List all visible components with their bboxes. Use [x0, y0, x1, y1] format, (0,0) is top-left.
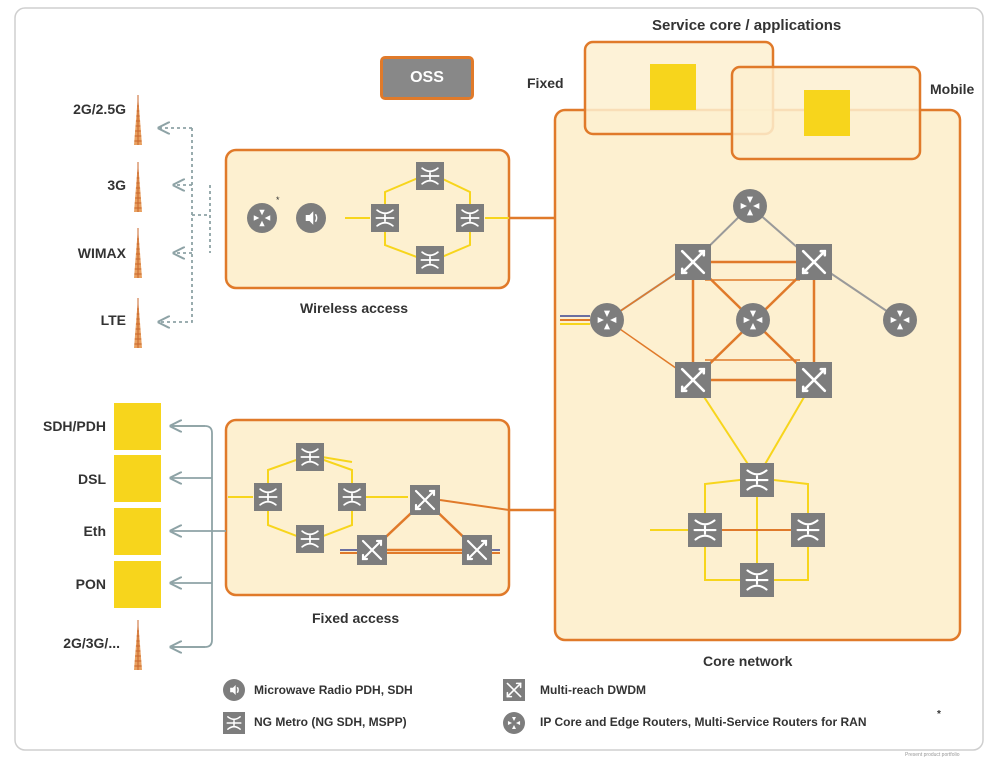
service-mobile-label: Mobile	[930, 81, 975, 97]
ng-metro-icon	[740, 563, 774, 597]
dwdm-icon	[796, 362, 832, 398]
dwdm-icon	[796, 244, 832, 280]
antenna-icon	[134, 162, 142, 212]
fixed-tech-blocks	[114, 403, 161, 608]
ng-metro-icon	[296, 443, 324, 471]
service-fixed-app	[650, 64, 696, 110]
svg-text:*: *	[276, 195, 280, 205]
dwdm-icon	[462, 535, 492, 565]
fixed-access-label: Fixed access	[312, 610, 400, 626]
fixed-tech-eth: Eth	[83, 523, 106, 539]
wireless-tech-2g: 2G/2.5G	[73, 101, 126, 117]
network-nodes: *	[247, 162, 917, 597]
ip-router-icon	[883, 303, 917, 337]
legend-dwdm: Multi-reach DWDM	[540, 683, 646, 697]
ng-metro-icon	[371, 204, 399, 232]
core-network-label: Core network	[703, 653, 793, 669]
legend-microwave: Microwave Radio PDH, SDH	[254, 683, 413, 697]
legend-asterisk: *	[937, 709, 941, 720]
ng-metro-icon	[791, 513, 825, 547]
antenna-icon	[134, 298, 142, 348]
ng-metro-icon	[416, 246, 444, 274]
fixed-tech-sdh: SDH/PDH	[42, 418, 106, 434]
ng-metro-icon	[296, 525, 324, 553]
ng-metro-icon	[338, 483, 366, 511]
dwdm-icon	[675, 362, 711, 398]
antenna-icon	[134, 228, 142, 278]
service-fixed-label: Fixed	[527, 75, 564, 91]
wireless-tech-lte: LTE	[100, 312, 126, 328]
service-core-title: Service core / applications	[652, 17, 842, 34]
legend-ip-routers: IP Core and Edge Routers, Multi-Service …	[540, 715, 867, 729]
legend-icons	[223, 679, 525, 734]
ng-metro-icon	[740, 463, 774, 497]
ng-metro-icon	[223, 712, 245, 734]
microwave-radio-icon	[296, 203, 326, 233]
microwave-radio-icon	[223, 679, 245, 701]
fixed-tech-2g3g: 2G/3G/...	[63, 635, 120, 651]
ip-router-icon	[733, 189, 767, 223]
ng-metro-icon	[254, 483, 282, 511]
fixed-tech-pon: PON	[75, 576, 106, 592]
wireless-tech-wimax: WIMAX	[77, 245, 126, 261]
antenna-icons	[134, 95, 142, 670]
ng-metro-icon	[456, 204, 484, 232]
fixed-tech-dsl: DSL	[78, 471, 106, 487]
legend-ng-metro: NG Metro (NG SDH, MSPP)	[254, 715, 407, 729]
service-mobile-app	[804, 90, 850, 136]
ng-metro-icon	[688, 513, 722, 547]
ip-router-icon	[503, 712, 525, 734]
footnote: Present product portfolio	[905, 752, 960, 758]
wireless-access-label: Wireless access	[300, 300, 409, 316]
ip-router-icon	[590, 303, 624, 337]
dwdm-icon	[357, 535, 387, 565]
ip-router-icon	[736, 303, 770, 337]
dwdm-icon	[675, 244, 711, 280]
ip-router-icon	[247, 203, 277, 233]
dwdm-icon	[410, 485, 440, 515]
antenna-icon	[134, 620, 142, 670]
dwdm-icon	[503, 679, 525, 701]
antenna-icon	[134, 95, 142, 145]
ng-metro-icon	[416, 162, 444, 190]
wireless-tech-3g: 3G	[107, 177, 126, 193]
oss-box[interactable]: OSS	[380, 56, 474, 100]
